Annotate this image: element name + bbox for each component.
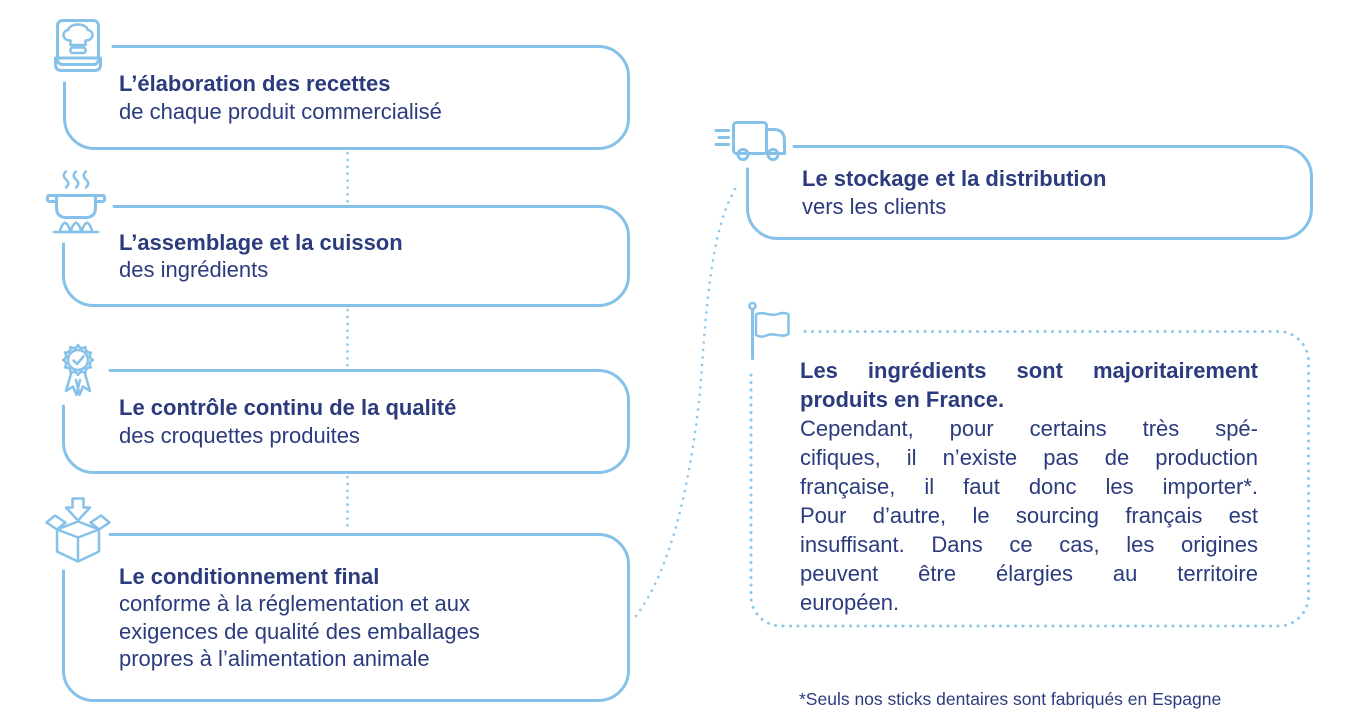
step-subtitle: vers les clients: [802, 193, 947, 219]
step-subtitle: des croquettes produites: [119, 422, 360, 448]
delivery-truck-icon: [714, 121, 786, 161]
box-outline: [63, 45, 630, 150]
box-outline: [62, 369, 630, 474]
box-outline: [746, 145, 1313, 240]
step-title: L’élaboration des recettes: [119, 71, 391, 96]
note-body: Cependant, pour certains très spé-cifiqu…: [800, 416, 1258, 615]
step-subtitle: de chaque produit commercialisé: [119, 98, 442, 124]
step-subtitle: des ingrédients: [119, 257, 269, 282]
flag-icon: [748, 301, 790, 360]
step-title: L’assemblage et la cuisson: [119, 229, 403, 255]
step-box-cooking: L’assemblage et la cuisson des ingrédien…: [46, 170, 630, 307]
step-box-quality: Le contrôle continu de la qualité des cr…: [61, 343, 630, 474]
footnote-spain: *Seuls nos sticks dentaires sont fabriqu…: [799, 689, 1222, 709]
step-title: Le conditionnement final: [119, 563, 380, 589]
quality-award-icon: [61, 343, 95, 397]
step-box-recipes: L’élaboration des recettes de chaque pro…: [54, 19, 630, 150]
recipe-book-icon: [54, 19, 102, 72]
box-outline: [62, 205, 630, 307]
connector-step4-distribution: [634, 184, 739, 618]
step-title: Le stockage et la distribution: [802, 166, 1107, 191]
packing-box-icon: [45, 497, 111, 563]
box-outline: [62, 533, 630, 702]
step-box-distribution: Le stockage et la distribution vers les …: [714, 121, 1313, 240]
cooking-pot-icon: [46, 170, 106, 234]
step-box-packaging: Le conditionnement final conforme à la r…: [45, 497, 630, 702]
step-title: Le contrôle continu de la qualité: [119, 395, 457, 420]
